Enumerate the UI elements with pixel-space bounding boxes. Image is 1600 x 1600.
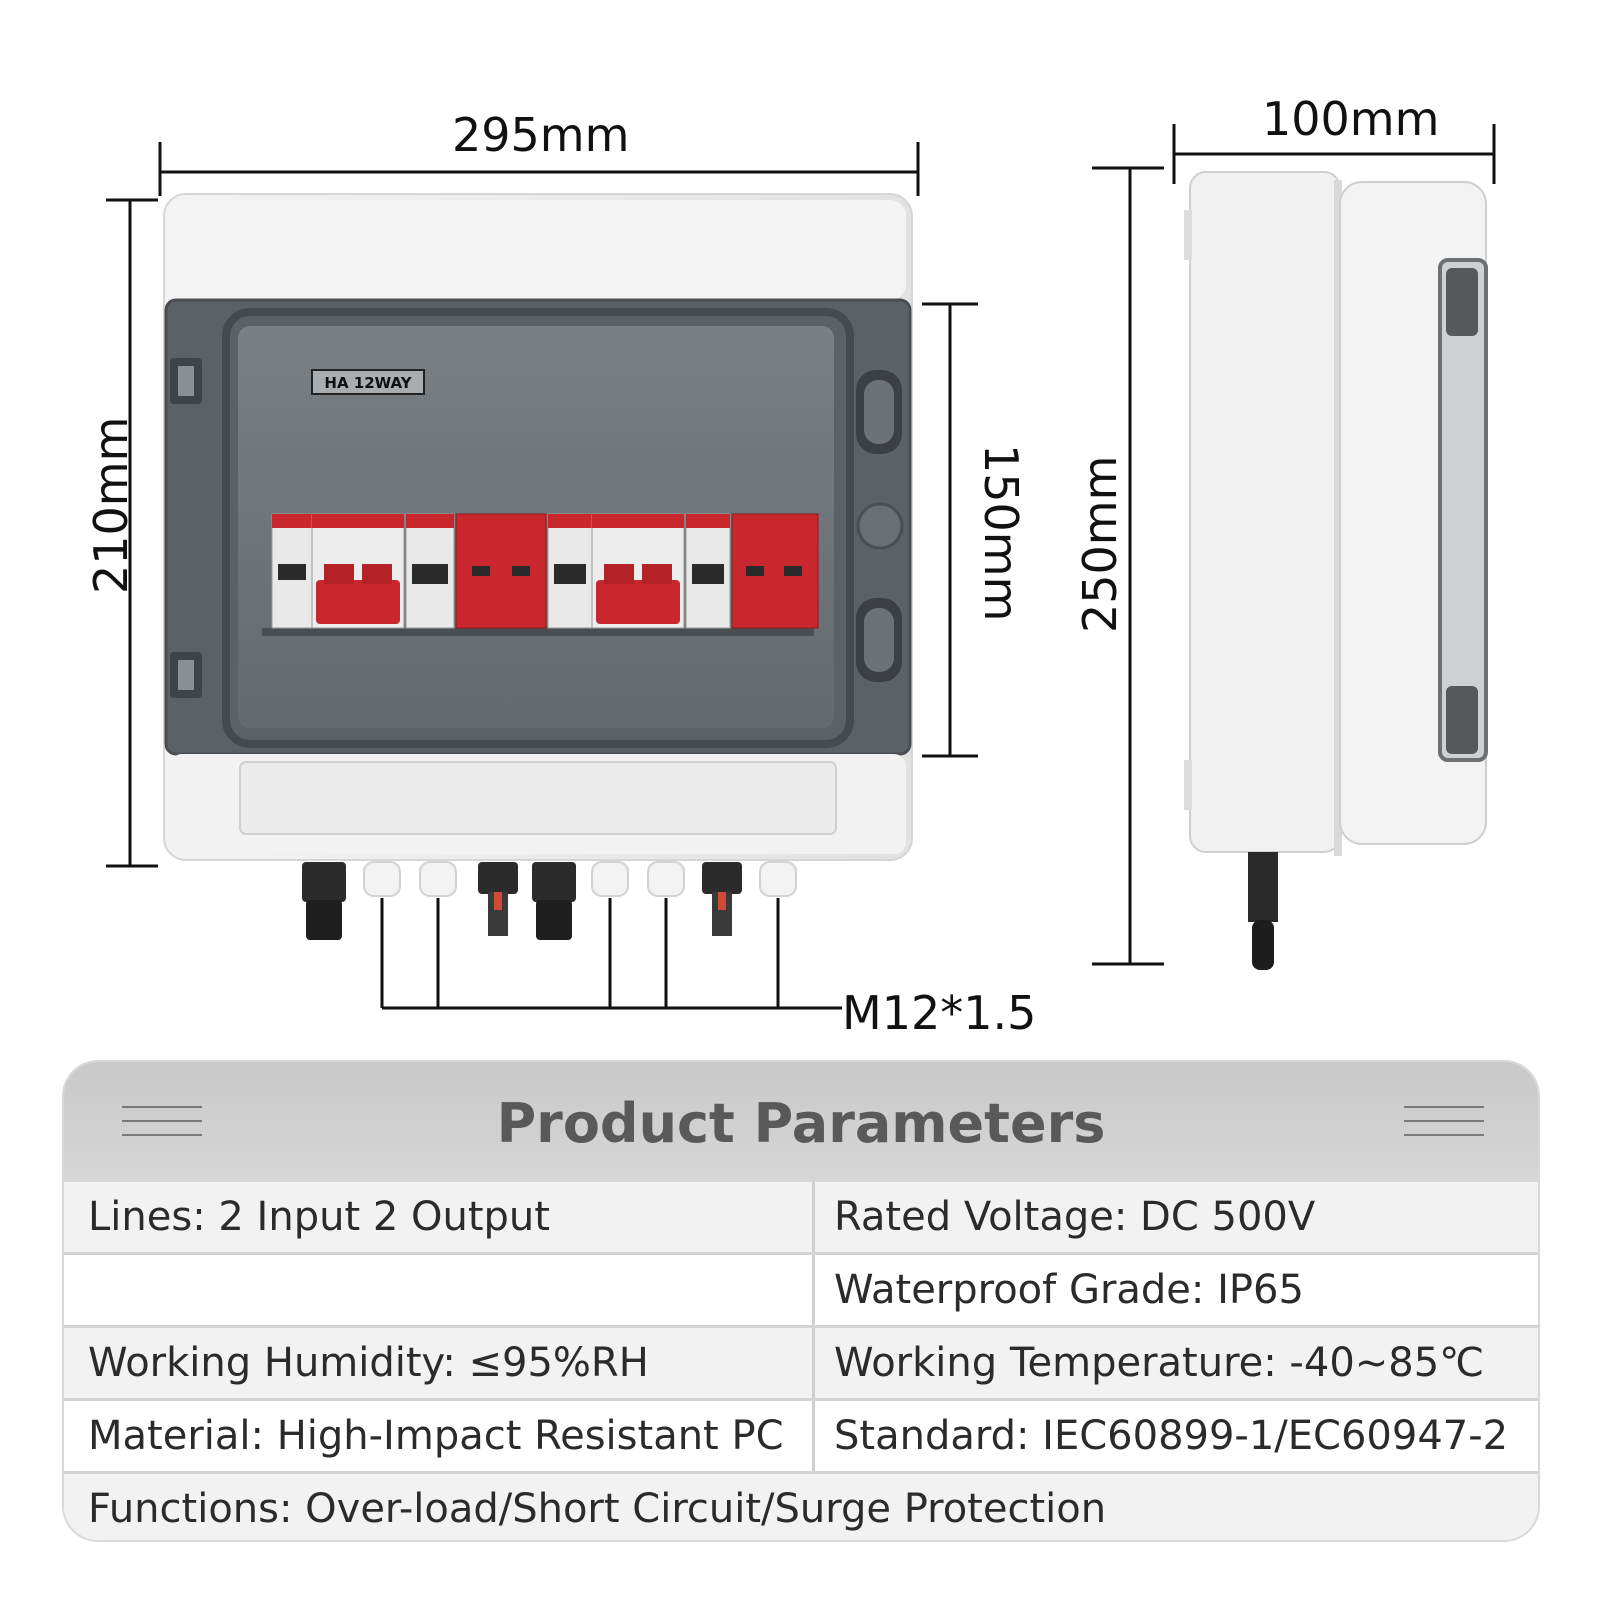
parameter-row: Lines: 2 Input 2 Output Rated Voltage: D…: [64, 1182, 1538, 1252]
column-divider: [812, 1255, 815, 1325]
front-width-label: 295mm: [452, 108, 630, 162]
pv-connector: [302, 862, 346, 940]
row-divider: [64, 1252, 1538, 1255]
device-label: HA 12WAY: [324, 374, 412, 392]
cable-gland: [363, 861, 401, 897]
enclosure-front-view: [163, 193, 913, 861]
breaker-module: [685, 513, 731, 629]
functions-cell: Functions: Over-load/Short Circuit/Surge…: [88, 1486, 1107, 1532]
cable-connectors: [302, 861, 797, 940]
side-height-dimension-line: [1092, 166, 1164, 966]
column-divider: [812, 1401, 815, 1471]
parameter-cell: Standard: IEC60899-1/EC60947-2: [834, 1413, 1509, 1459]
breaker-row: [271, 513, 819, 629]
breaker-module: [591, 513, 685, 629]
parameter-cell: Lines: 2 Input 2 Output: [88, 1194, 550, 1240]
side-depth-label: 100mm: [1262, 92, 1440, 146]
cable-gland: [647, 861, 685, 897]
product-illustration: HA 12WAY: [106, 124, 1496, 1010]
front-width-dimension-line: [158, 142, 920, 196]
cable-gland: [419, 861, 457, 897]
parameter-cell: Working Humidity: ≤95%RH: [88, 1340, 649, 1386]
enclosure-side-view: [1184, 171, 1488, 970]
decorative-lines-icon: [1404, 1106, 1484, 1146]
parameter-cell: Material: High-Impact Resistant PC: [88, 1413, 784, 1459]
parameter-row: Waterproof Grade: IP65: [64, 1255, 1538, 1325]
window-height-label: 150mm: [974, 444, 1028, 622]
front-height-label: 210mm: [84, 416, 138, 594]
breaker-module: [311, 513, 405, 629]
cable-gland: [591, 861, 629, 897]
breaker-module: [271, 513, 313, 629]
pv-connector: [702, 862, 742, 936]
row-divider: [64, 1471, 1538, 1474]
cable-gland: [759, 861, 797, 897]
pv-connector: [532, 862, 576, 940]
product-parameters-panel: Product Parameters Lines: 2 Input 2 Outp…: [64, 1062, 1538, 1540]
gland-leader-lines: [380, 898, 842, 1010]
column-divider: [812, 1182, 815, 1252]
parameter-cell: Rated Voltage: DC 500V: [834, 1194, 1316, 1240]
surge-protector: [455, 513, 547, 629]
side-depth-dimension-line: [1172, 124, 1496, 184]
row-divider: [64, 1325, 1538, 1328]
parameters-title: Product Parameters: [496, 1092, 1106, 1155]
breaker-module: [547, 513, 593, 629]
side-height-label: 250mm: [1073, 455, 1127, 633]
gland-thread-label: M12*1.5: [842, 986, 1037, 1040]
window-height-dimension-line: [922, 302, 978, 758]
parameter-row: Material: High-Impact Resistant PC Stand…: [64, 1401, 1538, 1471]
decorative-lines-icon: [122, 1106, 202, 1146]
row-divider: [64, 1398, 1538, 1401]
parameter-cell: Working Temperature: -40~85℃: [834, 1340, 1485, 1386]
breaker-module: [405, 513, 455, 629]
parameters-header: Product Parameters: [64, 1062, 1538, 1182]
parameter-cell: Waterproof Grade: IP65: [834, 1267, 1304, 1313]
pv-connector: [478, 862, 518, 936]
front-height-dimension-line: [106, 198, 158, 868]
parameter-row: Working Humidity: ≤95%RH Working Tempera…: [64, 1328, 1538, 1398]
surge-protector: [731, 513, 819, 629]
parameter-footer-row: Functions: Over-load/Short Circuit/Surge…: [64, 1474, 1538, 1540]
column-divider: [812, 1328, 815, 1398]
